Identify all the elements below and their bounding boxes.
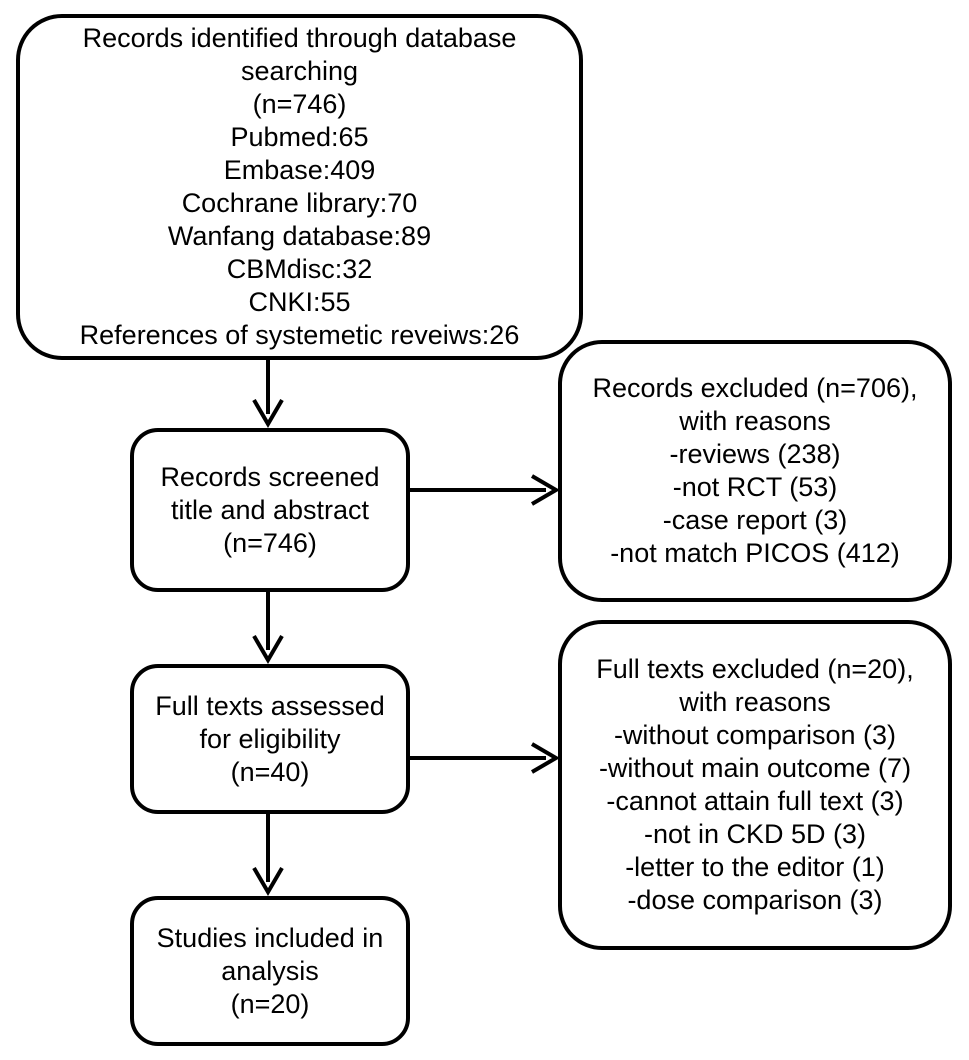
- source-pubmed: Pubmed:65: [230, 122, 369, 152]
- excluded-heading: with reasons: [679, 406, 831, 436]
- arrowhead-included: [252, 866, 284, 896]
- fulltext-assessed-box: Full texts assessed for eligibility (n=4…: [130, 664, 410, 814]
- ftexcluded-reason: -without comparison (3): [613, 720, 897, 750]
- arrowhead-ftexcluded: [530, 742, 560, 774]
- records-excluded-box: Records excluded (n=706), with reasons -…: [558, 340, 952, 602]
- excluded-reason: -reviews (238): [669, 439, 841, 469]
- fulltext-line: Full texts assessed: [155, 690, 385, 721]
- excluded-heading: Records excluded (n=706),: [592, 373, 918, 403]
- arrowhead-excluded: [530, 474, 560, 506]
- source-embase: Embase:409: [223, 155, 376, 185]
- records-identified-count: (n=746): [252, 89, 347, 119]
- excluded-reason: -not match PICOS (412): [610, 538, 900, 568]
- arrowhead-screened: [252, 398, 284, 428]
- records-identified-line: searching: [240, 56, 359, 86]
- ftexcluded-reason: -letter to the editor (1): [625, 852, 885, 882]
- screened-count: (n=746): [223, 527, 317, 558]
- ftexcluded-reason: -without main outcome (7): [598, 753, 912, 783]
- studies-included-box: Studies included in analysis (n=20): [130, 896, 410, 1046]
- screened-line: Records screened: [160, 461, 380, 492]
- included-line: analysis: [221, 955, 319, 986]
- ftexcluded-reason: -not in CKD 5D (3): [643, 819, 867, 849]
- records-identified-box: Records identified through database sear…: [16, 14, 583, 360]
- included-count: (n=20): [230, 988, 310, 1019]
- source-cbmdisc: CBMdisc:32: [226, 254, 373, 284]
- included-line: Studies included in: [156, 922, 384, 953]
- source-wanfang: Wanfang database:89: [167, 221, 432, 251]
- records-identified-line: Records identified through database: [82, 23, 517, 53]
- source-references: References of systemetic reveiws:26: [79, 320, 520, 350]
- arrowhead-fulltext: [252, 634, 284, 664]
- fulltext-count: (n=40): [230, 756, 310, 787]
- excluded-reason: -not RCT (53): [672, 472, 838, 502]
- ftexcluded-heading: with reasons: [679, 687, 831, 717]
- screened-line: title and abstract: [170, 494, 370, 525]
- source-cnki: CNKI:55: [248, 287, 351, 317]
- fulltext-excluded-box: Full texts excluded (n=20), with reasons…: [558, 620, 952, 950]
- ftexcluded-reason: -cannot attain full text (3): [606, 786, 904, 816]
- records-screened-box: Records screened title and abstract (n=7…: [130, 428, 410, 592]
- ftexcluded-heading: Full texts excluded (n=20),: [596, 654, 914, 684]
- source-cochrane: Cochrane library:70: [181, 188, 418, 218]
- fulltext-line: for eligibility: [199, 723, 341, 754]
- excluded-reason: -case report (3): [662, 505, 848, 535]
- ftexcluded-reason: -dose comparison (3): [627, 885, 883, 915]
